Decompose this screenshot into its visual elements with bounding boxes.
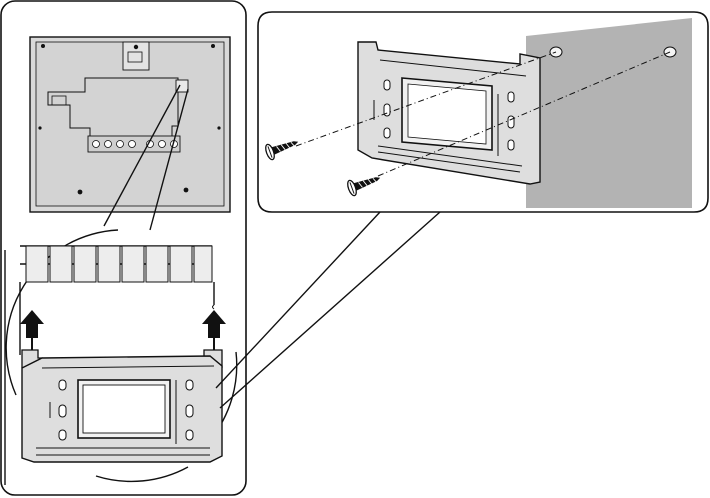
alignment-line	[377, 51, 671, 177]
alignment-line	[295, 51, 557, 147]
mounting-bracket-zoomed	[21, 349, 223, 463]
callout-connector	[215, 211, 441, 409]
terminal-screws	[92, 140, 178, 148]
mounting-bracket-perspective	[357, 41, 541, 185]
screw-icon	[265, 141, 299, 161]
magnified-detail	[4, 84, 240, 485]
right-panel	[257, 11, 709, 213]
screw-icon	[347, 177, 381, 197]
device-rear-view	[29, 36, 231, 213]
left-panel	[0, 0, 247, 496]
wall-surface	[526, 18, 692, 208]
terminal-row-zoomed	[20, 245, 213, 283]
